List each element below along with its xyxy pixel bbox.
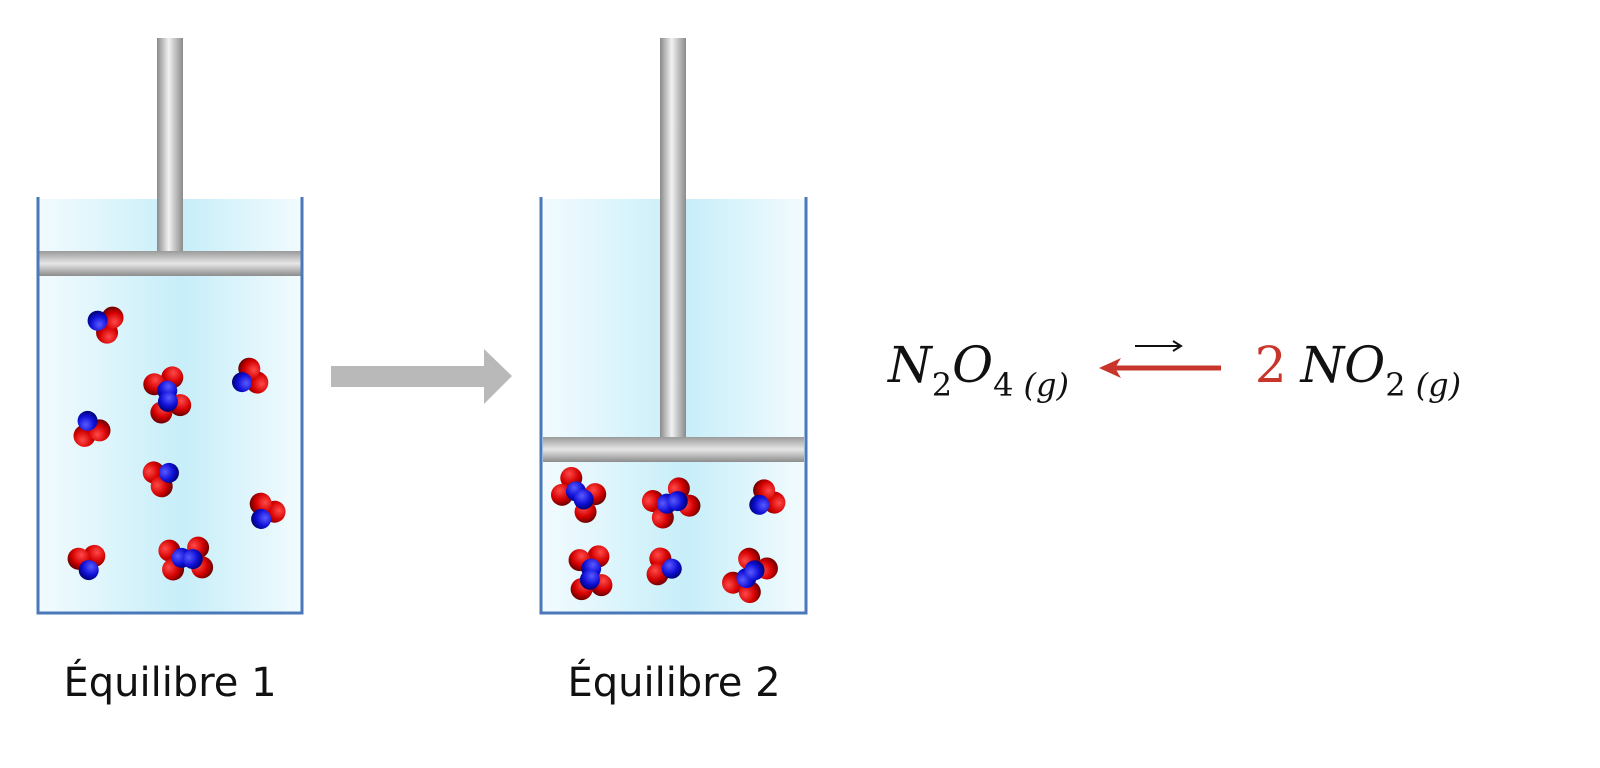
piston-rod-2	[660, 38, 686, 437]
container-wall-2	[539, 197, 808, 615]
container-wall-1	[36, 197, 304, 615]
piston-plate-2	[543, 437, 804, 462]
reactant-n: N	[888, 336, 932, 394]
product-n: N	[1300, 336, 1345, 394]
piston-plate-1	[39, 251, 301, 276]
piston-rod-1	[157, 38, 183, 251]
product-o: O	[1344, 336, 1386, 394]
product-o-subscript: 2	[1385, 366, 1406, 404]
container-equilibrium-2	[539, 38, 808, 615]
product-phase: (g)	[1415, 366, 1462, 404]
forward-arrow-head	[1172, 340, 1183, 352]
equilibrium-arrows	[1098, 340, 1221, 378]
reactant-phase: (g)	[1023, 366, 1069, 404]
reactant-o: O	[952, 336, 994, 394]
reactant-n-subscript: 2	[931, 366, 953, 404]
equilibrium-1-label: Équilibre 1	[63, 660, 277, 706]
equilibrium-2-label: Équilibre 2	[567, 660, 781, 706]
coefficient: 2	[1254, 336, 1287, 394]
transition-arrow	[331, 349, 512, 404]
container-equilibrium-1	[36, 38, 304, 615]
reverse-arrow-head	[1098, 358, 1121, 378]
reactant-o-subscript: 4	[993, 366, 1014, 404]
